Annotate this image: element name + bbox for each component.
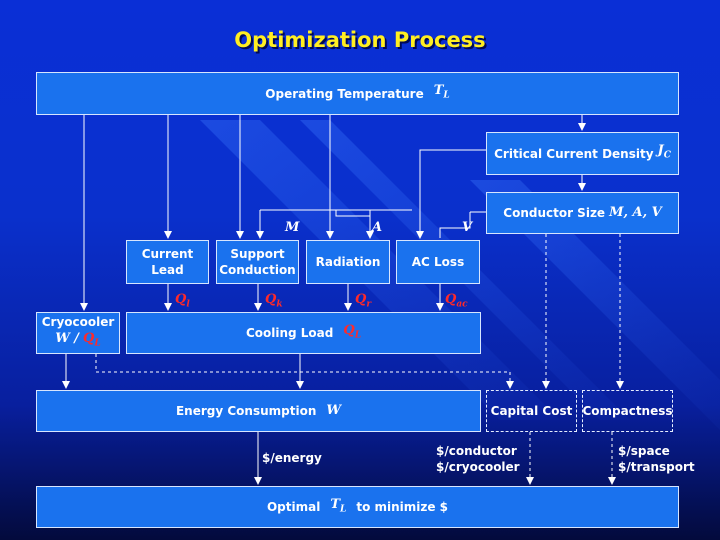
optimal-suffix: to minimize $ bbox=[356, 500, 449, 514]
conductor-cost-label: $/conductor $/cryocooler bbox=[436, 443, 520, 475]
energy-consumption-box: Energy Consumption W bbox=[36, 390, 481, 432]
cooling-load-box: Cooling Load QL bbox=[126, 312, 481, 354]
q-ac-label: Qac bbox=[445, 292, 468, 310]
support-conduction-line2: Conduction bbox=[219, 263, 296, 277]
capital-cost-label: Capital Cost bbox=[490, 404, 573, 418]
q-support-label: Qk bbox=[265, 292, 283, 310]
page-title: Optimization Process bbox=[234, 28, 486, 52]
operating-temperature-symbol: TL bbox=[433, 83, 450, 101]
current-lead-line1: Current bbox=[141, 247, 194, 261]
critical-current-density-symbol: JC bbox=[657, 143, 671, 161]
critical-current-density-box: Critical Current Density JC bbox=[486, 132, 679, 175]
q-lead-label: Ql bbox=[175, 292, 190, 310]
current-lead-line2: Lead bbox=[151, 263, 184, 277]
label-v: V bbox=[462, 220, 473, 235]
cryocooler-w-symbol: W bbox=[55, 331, 70, 347]
support-conduction-line1: Support bbox=[230, 247, 285, 261]
radiation-box: Radiation bbox=[306, 240, 390, 284]
cryocooler-slash: / bbox=[74, 331, 79, 347]
cryocooler-q-symbol: QL bbox=[83, 331, 101, 349]
optimal-prefix: Optimal bbox=[266, 500, 321, 514]
label-m: M bbox=[285, 220, 300, 235]
cryocooler-box: Cryocooler W / QL bbox=[36, 312, 120, 354]
critical-current-density-label: Critical Current Density bbox=[494, 146, 654, 161]
optimal-symbol: TL bbox=[330, 496, 347, 515]
optimal-box: Optimal TL to minimize $ bbox=[36, 486, 679, 528]
label-a: A bbox=[372, 220, 383, 235]
radiation-label: Radiation bbox=[315, 255, 381, 269]
q-radiation-label: Qr bbox=[355, 292, 372, 310]
compactness-label: Compactness bbox=[582, 404, 673, 418]
operating-temperature-box: Operating Temperature TL bbox=[36, 72, 679, 115]
energy-consumption-symbol: W bbox=[326, 403, 341, 418]
cooling-load-symbol: QL bbox=[343, 322, 362, 341]
space-cost-label: $/space $/transport bbox=[618, 443, 695, 475]
conductor-size-label: Conductor Size bbox=[503, 206, 606, 220]
operating-temperature-label: Operating Temperature bbox=[265, 86, 424, 101]
cooling-load-label: Cooling Load bbox=[245, 326, 334, 340]
energy-cost-label: $/energy bbox=[262, 451, 322, 465]
energy-consumption-label: Energy Consumption bbox=[175, 404, 317, 418]
cryocooler-label: Cryocooler bbox=[41, 315, 115, 330]
compactness-box: Compactness bbox=[582, 390, 673, 432]
ac-loss-box: AC Loss bbox=[396, 240, 480, 284]
ac-loss-label: AC Loss bbox=[411, 255, 465, 269]
space-cost-text: $/space bbox=[618, 444, 670, 458]
conductor-size-box: Conductor Size M, A, V bbox=[486, 192, 679, 234]
capital-cost-box: Capital Cost bbox=[486, 390, 577, 432]
conductor-size-symbol: M, A, V bbox=[609, 205, 662, 220]
cryocooler-cost-text: $/cryocooler bbox=[436, 460, 520, 474]
conductor-cost-text: $/conductor bbox=[436, 444, 517, 458]
transport-cost-text: $/transport bbox=[618, 460, 695, 474]
